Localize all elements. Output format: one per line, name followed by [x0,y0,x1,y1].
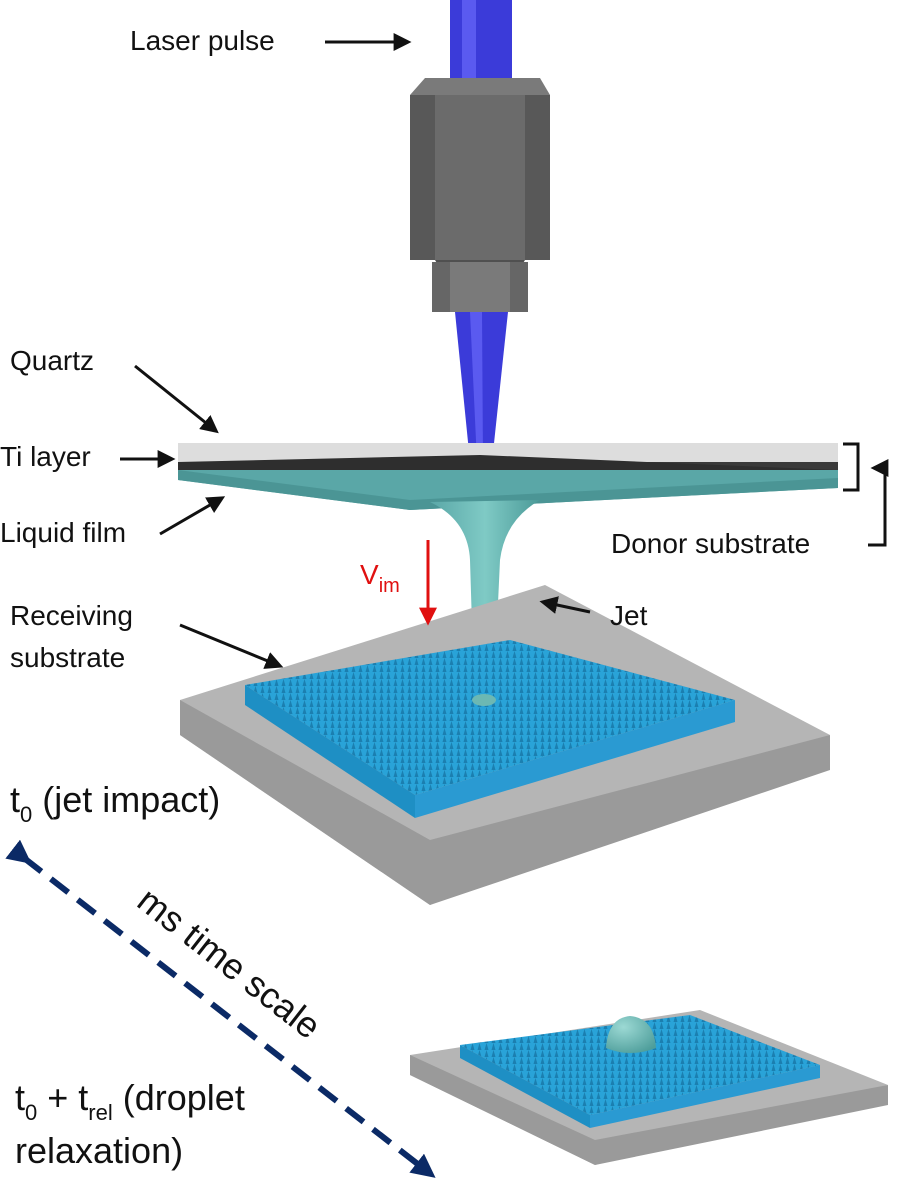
droplet-icon [606,1016,656,1053]
receiving-label-line1: Receiving [10,600,133,631]
time-scale-arrow [5,839,436,1178]
donor-substrate-arrow [868,459,889,547]
jet-arrow [539,596,591,614]
liquid-film-label: Liquid film [0,517,126,548]
quartz-layer [178,443,838,462]
jet-label: Jet [610,600,648,631]
laser-beam-upper [450,0,512,90]
liquid-jet [430,500,540,700]
donor-substrate [178,443,838,510]
laser-pulse-label: Laser pulse [130,25,275,56]
receiving-substrate-arrow [179,623,284,669]
relaxation-label-line1: t0 + trel (droplet [15,1077,245,1125]
receiving-label-line2: substrate [10,642,125,673]
donor-substrate-label: Donor substrate [611,528,810,559]
t0-label: t0 (jet impact) [10,779,220,827]
quartz-arrow [134,364,219,434]
ti-layer-label: Ti layer [0,441,91,472]
objective-lens-icon [410,78,550,312]
liquid-film-arrow [159,496,226,536]
quartz-label: Quartz [10,345,94,376]
receiving-substrate-bottom [460,1015,820,1128]
donor-bracket [843,442,860,492]
receiving-substrate-top [245,640,735,818]
velocity-label: Vim [360,559,400,597]
relaxation-label-line2: relaxation) [15,1130,183,1171]
